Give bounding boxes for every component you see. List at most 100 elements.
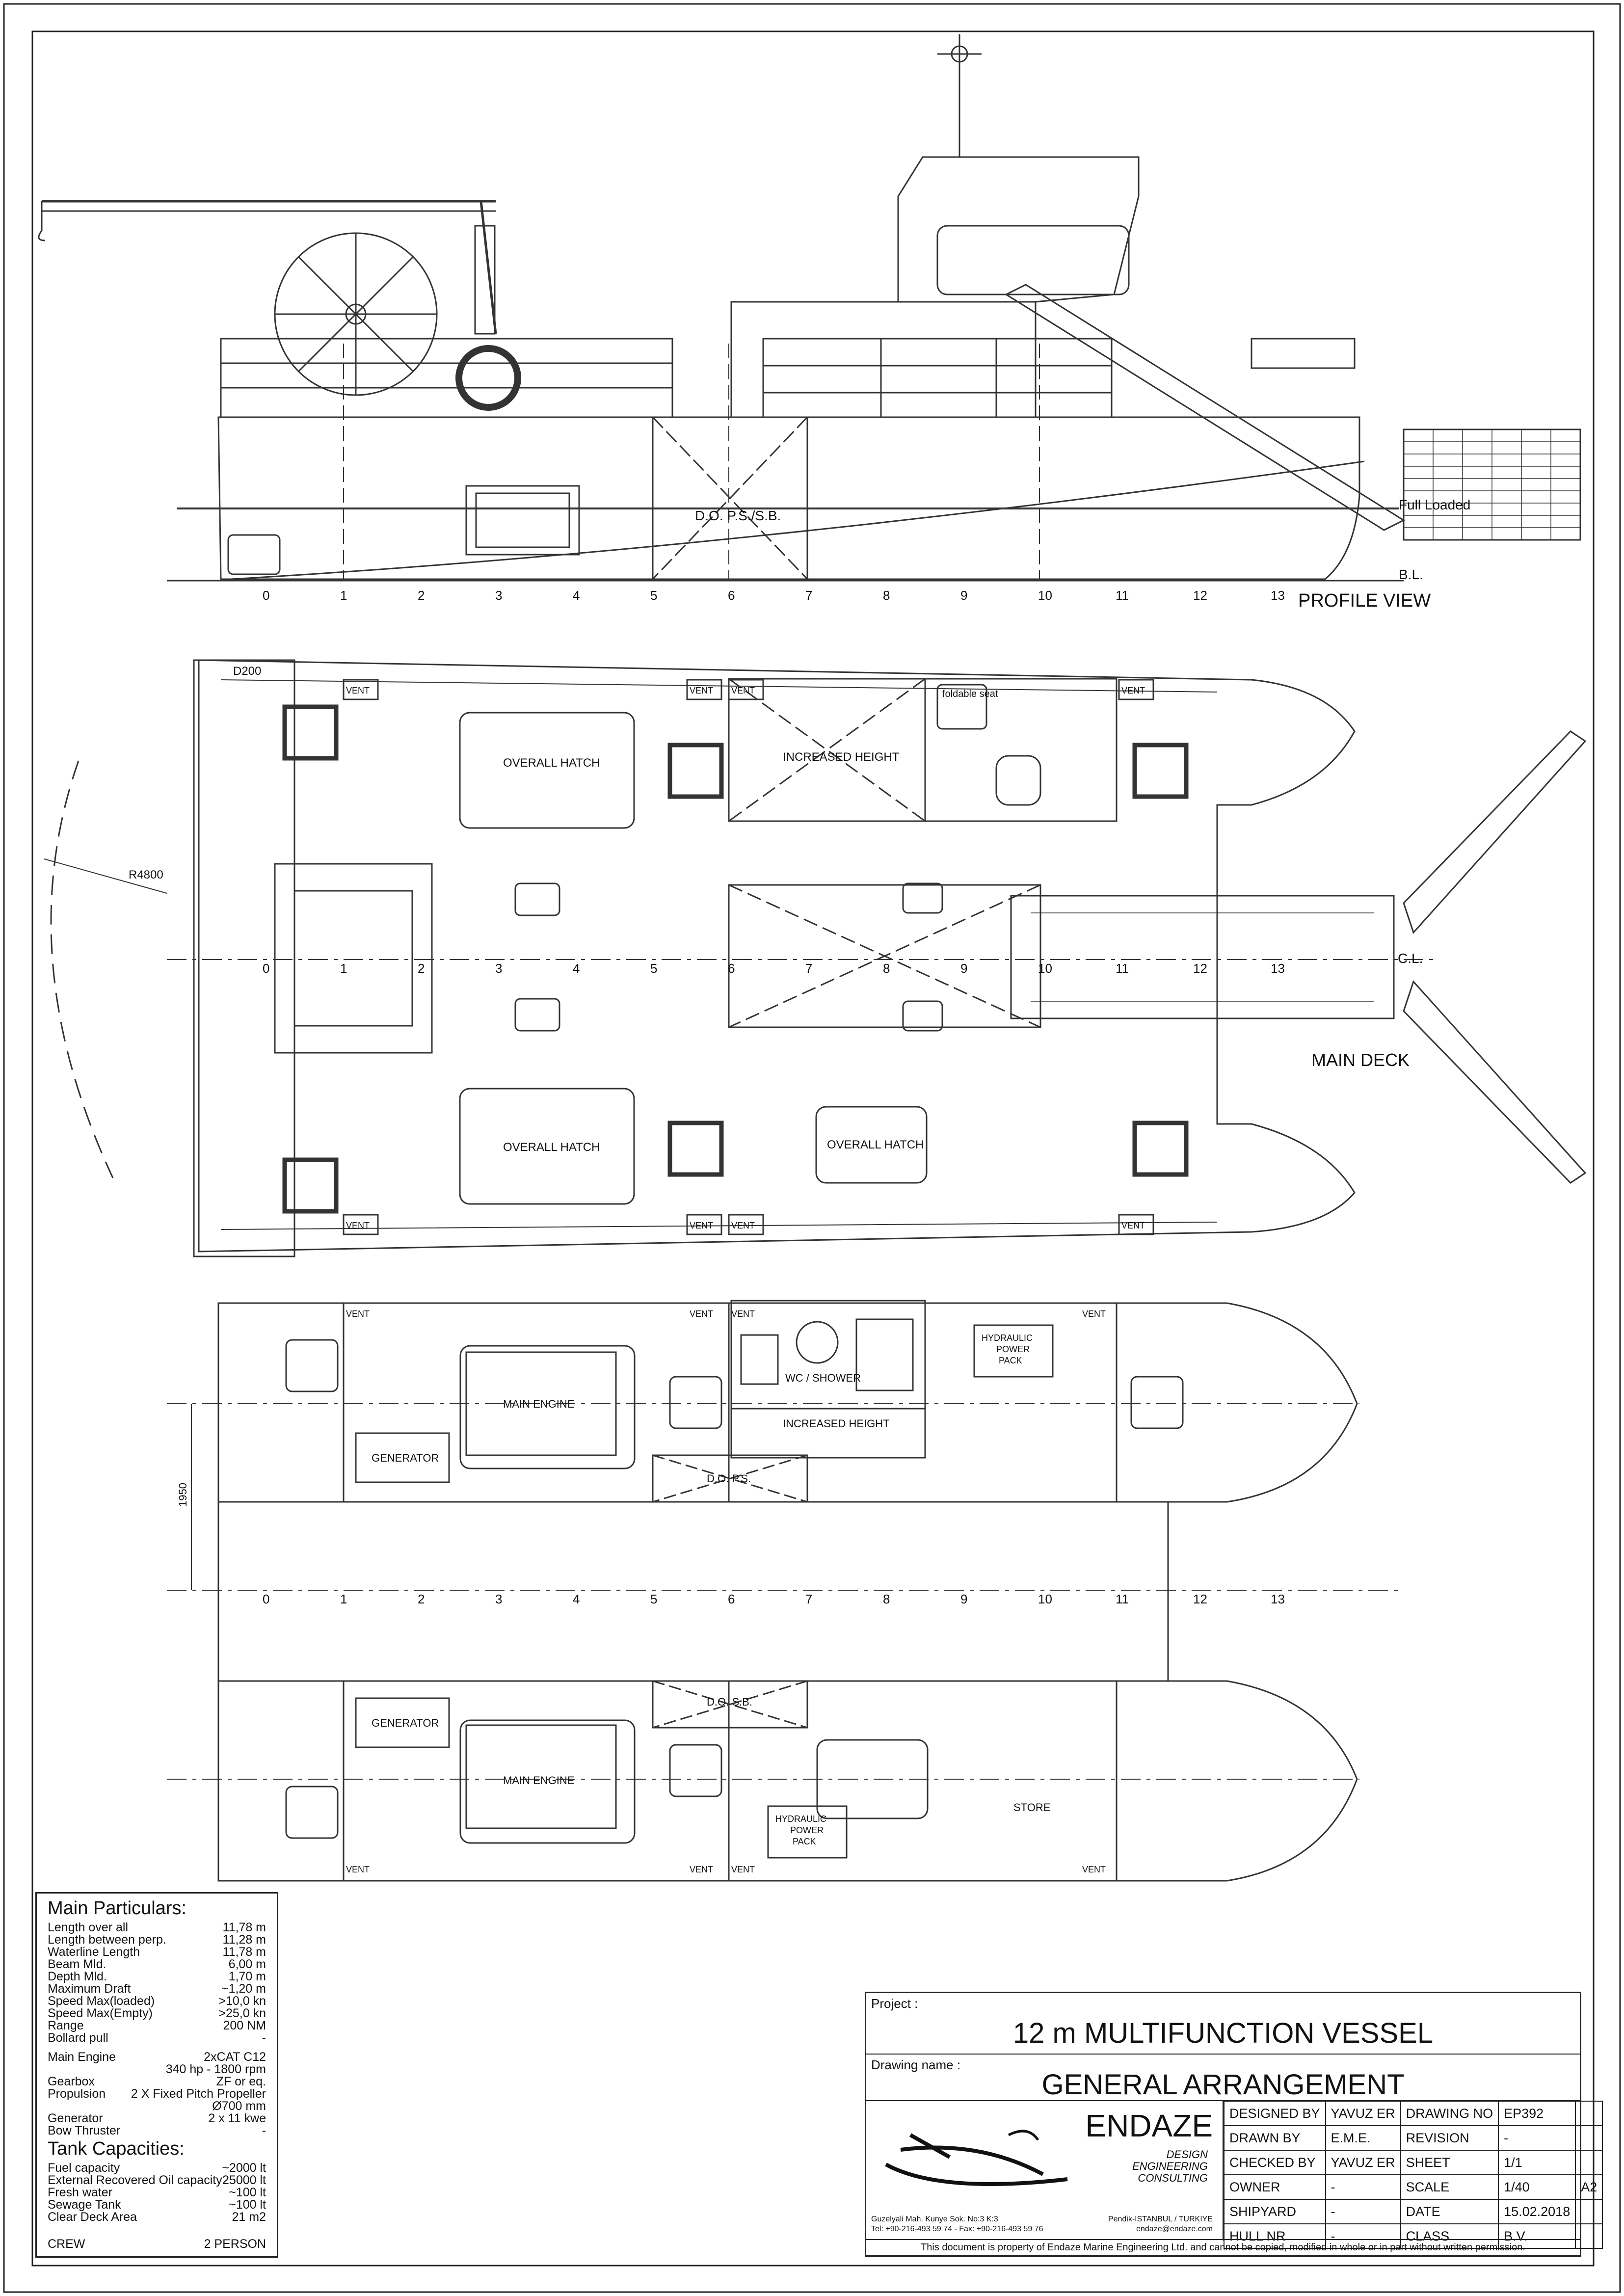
particular-key: Length over all (48, 1921, 129, 1934)
a-frame (1004, 284, 1406, 531)
overall-hatch-2 (459, 1088, 635, 1205)
tank-value: ~100 lt (229, 2186, 266, 2199)
diesel-oil-tank-port (652, 1454, 808, 1503)
profile-frame-1: 1 (340, 588, 347, 603)
tank-key: Fresh water (48, 2186, 112, 2199)
full-loaded-label: Full Loaded (1399, 497, 1470, 512)
machinery-key: Gearbox (48, 2075, 95, 2088)
bollard-4 (282, 1157, 339, 1214)
machinery-value: ZF or eq. (216, 2075, 266, 2088)
cleat-4 (902, 1000, 943, 1032)
paper-size: A2 (1575, 2174, 1603, 2200)
profile-frame-4: 4 (573, 588, 580, 603)
company-phone: Tel: +90-216-493 59 74 - Fax: +90-216-49… (871, 2225, 1043, 2233)
crew-row: CREW 2 PERSON (48, 2238, 266, 2250)
profile-frame-0: 0 (263, 588, 269, 603)
project-row: Project : 12 m MULTIFUNCTION VESSEL (866, 1993, 1580, 2055)
meta-spacer (1575, 2101, 1603, 2126)
lower-frame-7: 7 (805, 1592, 812, 1606)
machinery-row: Ø700 mm (48, 2100, 266, 2112)
bollard-2 (667, 743, 724, 799)
wc-shower (730, 1300, 926, 1410)
lower-frame-8: 8 (883, 1592, 890, 1606)
lower-frame-10: 10 (1038, 1592, 1052, 1606)
profile-view (38, 34, 1581, 582)
machinery-value: - (262, 2124, 266, 2137)
vent-label-1: VENT (346, 686, 370, 695)
tagline-design: DESIGN (1166, 2148, 1208, 2161)
particular-value: 11,78 m (222, 1945, 266, 1959)
bollard-5 (667, 1121, 724, 1177)
mid-railing (762, 338, 1113, 418)
main-deck-outline (198, 659, 1356, 1253)
tank-value: ~2000 lt (222, 2161, 266, 2175)
tank-row: Fresh water ~100 lt (48, 2187, 266, 2199)
particular-key: Length between perp. (48, 1933, 166, 1947)
fwd-railing (1251, 338, 1356, 369)
hpp-stbd-line1: HYDRAULIC (775, 1814, 826, 1824)
increased-height-label: INCREASED HEIGHT (783, 750, 900, 764)
profile-do-label: D.O. P.S./S.B. (695, 508, 781, 523)
particular-value: >25,0 kn (218, 2006, 266, 2020)
meta-value: - (1325, 2199, 1401, 2224)
lower-vent-label-7: VENT (731, 1865, 755, 1874)
machinery-row: Bow Thruster- (48, 2125, 266, 2137)
meta-key: DRAWN BY (1224, 2125, 1326, 2151)
meta-key: REVISION (1400, 2125, 1499, 2151)
meta-value: B.V. (1498, 2223, 1576, 2249)
engine-profile (465, 485, 580, 556)
deck-frame-7: 7 (805, 961, 812, 976)
particular-row: Speed Max(Empty) >25,0 kn (48, 2007, 266, 2020)
particular-value: 6,00 m (228, 1957, 266, 1971)
lifebuoy (455, 345, 521, 411)
deck-frame-0: 0 (263, 961, 269, 976)
title-block: Project : 12 m MULTIFUNCTION VESSEL Draw… (865, 1992, 1603, 2257)
lower-vent-label-4: VENT (1082, 1309, 1106, 1319)
wheelhouse (897, 156, 1140, 303)
lower-increased-height (730, 1408, 926, 1459)
crane-cylinder (474, 225, 496, 335)
crane-swing-radius (50, 760, 114, 1178)
particular-row: Length between perp.11,28 m (48, 1934, 266, 1946)
company-city: Pendik-ISTANBUL / TURKIYE (1108, 2215, 1213, 2223)
machinery-value: 2 x 11 kwe (208, 2111, 266, 2125)
profile-frame-5: 5 (650, 588, 657, 603)
tank-key: Sewage Tank (48, 2198, 121, 2212)
company-email: endaze@endaze.com (1136, 2225, 1213, 2233)
machinery-value: 2 X Fixed Pitch Propeller (131, 2087, 266, 2101)
generator-label-stbd: GENERATOR (372, 1717, 439, 1729)
particular-key: Speed Max(Empty) (48, 2006, 153, 2020)
lower-vent-label-3: VENT (731, 1309, 755, 1319)
lower-frame-11: 11 (1116, 1592, 1129, 1606)
lower-frame-0: 0 (263, 1592, 269, 1606)
foldable-seat (936, 684, 987, 730)
overall-hatch-1 (459, 712, 635, 829)
generator-stbd (355, 1697, 450, 1748)
meta-key: CHECKED BY (1224, 2150, 1326, 2175)
dim-1950-label: 1950 (177, 1483, 189, 1507)
particular-key: Speed Max(loaded) (48, 1994, 155, 2008)
transom-box (227, 534, 281, 575)
cleat-2 (514, 998, 560, 1032)
machinery-row: Gearbox ZF or eq. (48, 2076, 266, 2088)
tank-key: Fuel capacity (48, 2161, 120, 2175)
meta-spacer (1575, 2150, 1603, 2175)
meta-spacer (1575, 2125, 1603, 2151)
particular-value: 200 NM (223, 2019, 266, 2032)
inner-border (31, 30, 1595, 2267)
hydraulic-power-pack-stbd (767, 1805, 848, 1859)
lower-frame-5: 5 (650, 1592, 657, 1606)
wc-shower-label: WC / SHOWER (785, 1372, 861, 1384)
vent-label-4: VENT (1121, 686, 1145, 695)
particular-value: 1,70 m (228, 1970, 266, 1983)
cleat-3 (902, 882, 943, 914)
